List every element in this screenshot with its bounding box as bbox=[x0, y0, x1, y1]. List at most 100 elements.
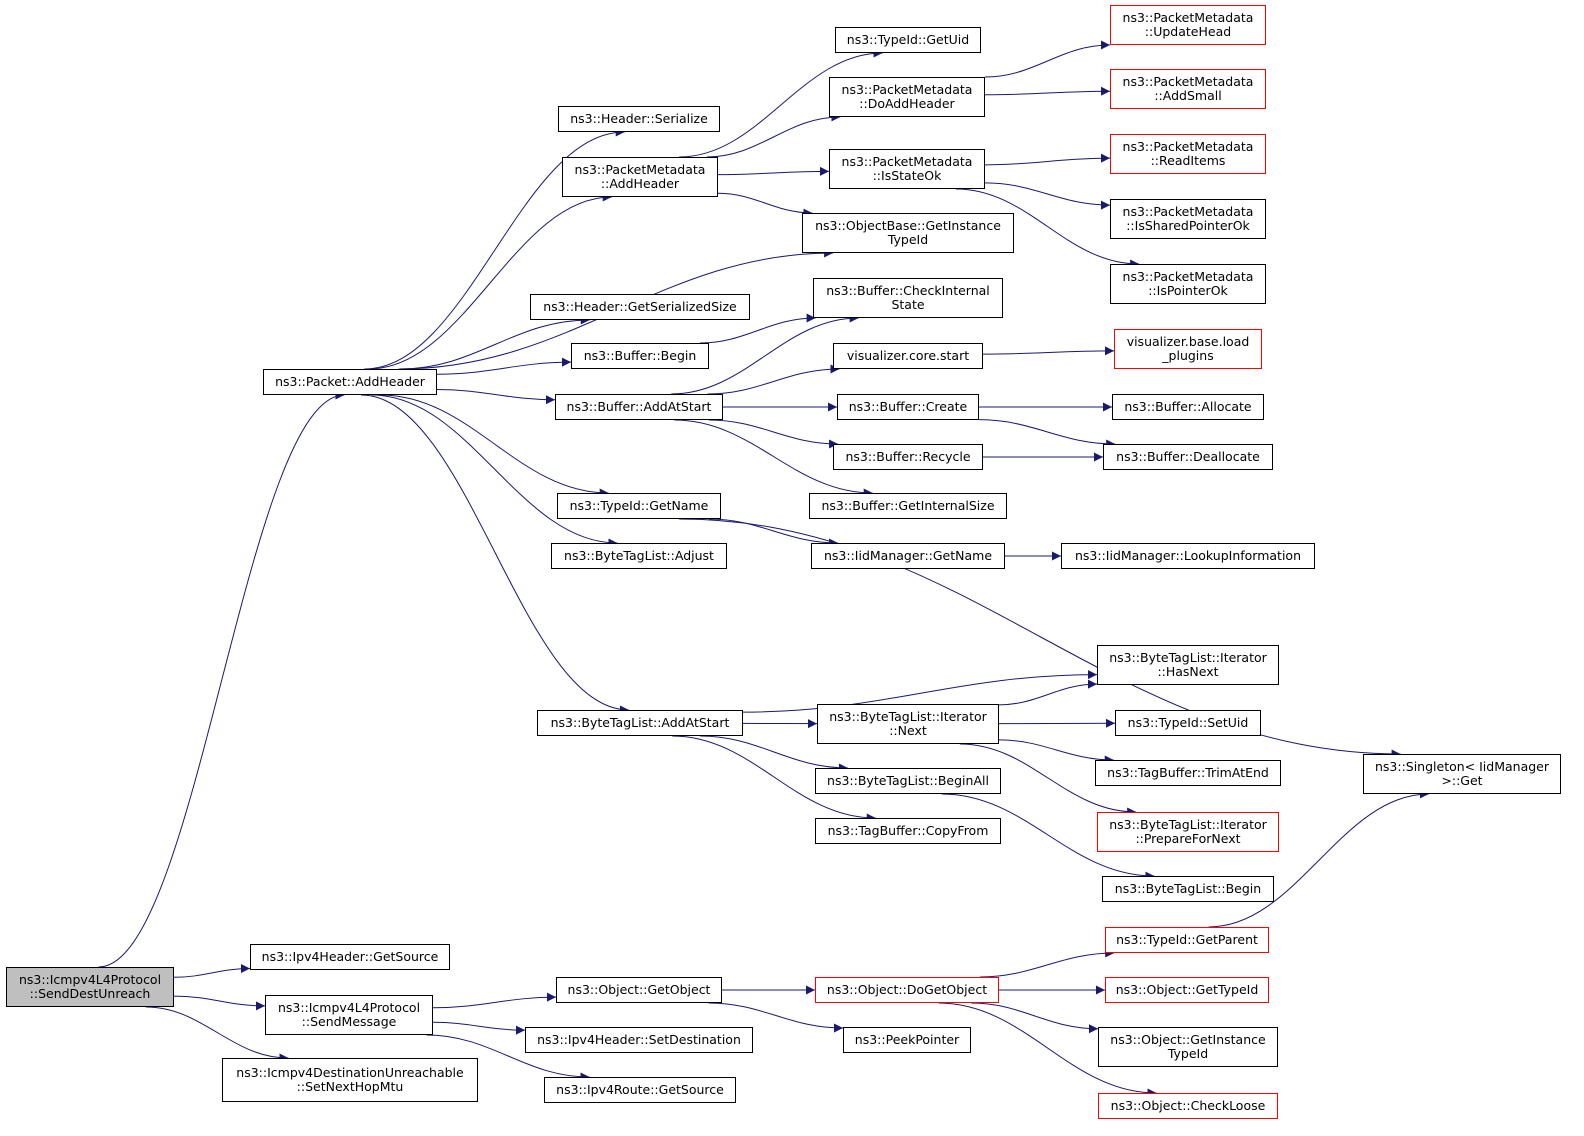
node-ns3-bytetaglist-iterator-next[interactable]: ns3::ByteTagList::Iterator::Next bbox=[817, 704, 999, 744]
edge-n1-n3 bbox=[173, 964, 251, 978]
node-ns3-bytetaglist-begin[interactable]: ns3::ByteTagList::Begin bbox=[1102, 876, 1274, 902]
edge-n34-n37 bbox=[959, 743, 1137, 817]
node-ns3-tagbuffer-trimatend[interactable]: ns3::TagBuffer::TrimAtEnd bbox=[1095, 760, 1281, 786]
node-ns3-packetmetadata-readitems[interactable]: ns3::PacketMetadata::ReadItems bbox=[1110, 134, 1266, 174]
node-label: >::Get bbox=[1441, 773, 1483, 788]
node-ns3-icmpv4l4protocol-sendmessage[interactable]: ns3::Icmpv4L4Protocol::SendMessage bbox=[265, 995, 433, 1035]
edge-n1-n5 bbox=[145, 1006, 289, 1063]
node-ns3-header-getserializedsize[interactable]: ns3::Header::GetSerializedSize bbox=[530, 294, 750, 320]
edge-n16-n19 bbox=[984, 86, 1111, 96]
node-label: ns3::Object::GetTypeId bbox=[1115, 982, 1259, 997]
node-ns3-ipv4header-setdestination[interactable]: ns3::Ipv4Header::SetDestination bbox=[525, 1027, 753, 1053]
node-ns3-object-dogetobject[interactable]: ns3::Object::DoGetObject bbox=[815, 977, 999, 1003]
node-label: ns3::ObjectBase::GetInstance bbox=[815, 218, 1001, 233]
node-label: ns3::ByteTagList::AddAtStart bbox=[550, 715, 730, 730]
node-ns3-packetmetadata-doaddheader[interactable]: ns3::PacketMetadata::DoAddHeader bbox=[829, 77, 985, 117]
node-label: ns3::Buffer::Recycle bbox=[845, 449, 971, 464]
node-label: ns3::TagBuffer::TrimAtEnd bbox=[1107, 765, 1269, 780]
edge-n17-n21 bbox=[984, 182, 1111, 210]
edge-n12-n31 bbox=[708, 518, 839, 548]
node-label: ns3::ByteTagList::Adjust bbox=[564, 548, 714, 563]
node-label: ns3::Object::DoGetObject bbox=[826, 982, 988, 997]
node-ns3-object-getobject[interactable]: ns3::Object::GetObject bbox=[556, 977, 722, 1003]
node-ns3-packetmetadata-updatehead[interactable]: ns3::PacketMetadata::UpdateHead bbox=[1110, 5, 1266, 45]
node-ns3-bytetaglist-addatstart[interactable]: ns3::ByteTagList::AddAtStart bbox=[537, 710, 743, 736]
node-ns3-buffer-getinternalsize[interactable]: ns3::Buffer::GetInternalSize bbox=[809, 493, 1007, 519]
edge-n7-n8 bbox=[717, 192, 813, 218]
node-ns3-typeid-getname[interactable]: ns3::TypeId::GetName bbox=[557, 493, 721, 519]
edge-n2-n7 bbox=[368, 192, 612, 370]
node-label: ns3::PacketMetadata bbox=[574, 162, 706, 177]
node-ns3-tagbuffer-copyfrom[interactable]: ns3::TagBuffer::CopyFrom bbox=[815, 818, 1001, 844]
edge-n1-n2 bbox=[98, 390, 345, 968]
edge-n24-n28 bbox=[982, 346, 1115, 356]
node-visualizer-core-start[interactable]: visualizer.core.start bbox=[833, 343, 983, 369]
node-label: ns3::Icmpv4DestinationUnreachable bbox=[236, 1065, 464, 1080]
edge-n17-n22 bbox=[955, 188, 1140, 269]
node-label: ::Next bbox=[889, 723, 927, 738]
node-ns3-packetmetadata-addsmall[interactable]: ns3::PacketMetadata::AddSmall bbox=[1110, 69, 1266, 109]
node-label: ::SetNextHopMtu bbox=[296, 1079, 404, 1094]
node-ns3-buffer-addatstart[interactable]: ns3::Buffer::AddAtStart bbox=[555, 394, 723, 420]
edge-n12-n41 bbox=[678, 518, 1401, 759]
edge-n14-n38 bbox=[700, 735, 848, 773]
node-ns3-typeid-getuid[interactable]: ns3::TypeId::GetUid bbox=[835, 27, 981, 53]
node-label: ns3::Buffer::CheckInternal bbox=[826, 283, 990, 298]
node-label: ::DoAddHeader bbox=[859, 96, 955, 111]
node-label: ns3::TypeId::GetUid bbox=[846, 32, 970, 47]
node-ns3-buffer-deallocate[interactable]: ns3::Buffer::Deallocate bbox=[1103, 444, 1273, 470]
node-label: ns3::PacketMetadata bbox=[841, 82, 973, 97]
edge-n2-n9 bbox=[400, 315, 590, 370]
node-ns3-header-serialize[interactable]: ns3::Header::Serialize bbox=[558, 106, 720, 132]
node-ns3-buffer-allocate[interactable]: ns3::Buffer::Allocate bbox=[1112, 394, 1264, 420]
node-ns3-packet-addheader[interactable]: ns3::Packet::AddHeader bbox=[263, 369, 437, 395]
node-ns3-packetmetadata-isstateok[interactable]: ns3::PacketMetadata::IsStateOk bbox=[829, 149, 985, 189]
node-ns3-bytetaglist-adjust[interactable]: ns3::ByteTagList::Adjust bbox=[551, 543, 727, 569]
node-label: ::UpdateHead bbox=[1144, 24, 1232, 39]
node-ns3-packetmetadata-addheader[interactable]: ns3::PacketMetadata::AddHeader bbox=[562, 157, 718, 197]
node-ns3-iidmanager-getname[interactable]: ns3::IidManager::GetName bbox=[811, 543, 1005, 569]
node-ns3-object-gettypeid[interactable]: ns3::Object::GetTypeId bbox=[1105, 977, 1269, 1003]
node-ns3-singleton-iidmanager-get[interactable]: ns3::Singleton< IidManager >::Get bbox=[1363, 754, 1561, 794]
node-ns3-ipv4header-getsource[interactable]: ns3::Ipv4Header::GetSource bbox=[250, 944, 450, 970]
node-ns3-packetmetadata-ispointerok[interactable]: ns3::PacketMetadata::IsPointerOk bbox=[1110, 264, 1266, 304]
node-ns3-icmpv4destinationunreachable-setnexthopmtu[interactable]: ns3::Icmpv4DestinationUnreachable::SetNe… bbox=[222, 1058, 478, 1102]
node-label: ::PrepareForNext bbox=[1135, 831, 1241, 846]
node-label: ns3::Buffer::Allocate bbox=[1124, 399, 1252, 414]
node-ns3-bytetaglist-iterator-preparefornext[interactable]: ns3::ByteTagList::Iterator::PrepareForNe… bbox=[1097, 812, 1279, 852]
node-label: ::IsStateOk bbox=[872, 168, 942, 183]
node-label: ns3::Buffer::AddAtStart bbox=[566, 399, 712, 414]
node-label: ns3::Singleton< IidManager bbox=[1374, 759, 1550, 774]
node-ns3-buffer-begin[interactable]: ns3::Buffer::Begin bbox=[571, 343, 709, 369]
node-ns3-typeid-setuid[interactable]: ns3::TypeId::SetUid bbox=[1115, 710, 1261, 736]
edge-n4-n42 bbox=[432, 992, 557, 1009]
node-label: ns3::PacketMetadata bbox=[1122, 269, 1254, 284]
node-ns3-peekpointer[interactable]: ns3::PeekPointer bbox=[843, 1027, 971, 1053]
edge-n2-n6 bbox=[364, 127, 625, 370]
node-ns3-ipv4route-getsource[interactable]: ns3::Ipv4Route::GetSource bbox=[544, 1077, 736, 1103]
node-ns3-buffer-create[interactable]: ns3::Buffer::Create bbox=[837, 394, 979, 420]
node-ns3-packetmetadata-issharedpointerok[interactable]: ns3::PacketMetadata::IsSharedPointerOk bbox=[1110, 199, 1266, 239]
edge-n14-n39 bbox=[672, 735, 876, 823]
edge-n42-n46 bbox=[708, 1002, 844, 1033]
node-visualizer-base-load-plugins[interactable]: visualizer.base.load_plugins bbox=[1114, 329, 1262, 369]
node-label: ns3::Icmpv4L4Protocol bbox=[277, 1000, 421, 1015]
node-ns3-object-checkloose[interactable]: ns3::Object::CheckLoose bbox=[1098, 1093, 1278, 1119]
node-label: ns3::ByteTagList::BeginAll bbox=[827, 773, 989, 788]
node-ns3-bytetaglist-beginall[interactable]: ns3::ByteTagList::BeginAll bbox=[815, 768, 1001, 794]
edge-n14-n33 bbox=[742, 670, 1098, 713]
node-label: ::SendDestUnreach bbox=[29, 986, 151, 1001]
node-ns3-buffer-recycle[interactable]: ns3::Buffer::Recycle bbox=[833, 444, 983, 470]
node-label: ns3::ByteTagList::Iterator bbox=[1109, 650, 1267, 665]
node-label: ns3::IidManager::GetName bbox=[823, 548, 993, 563]
node-ns3-iidmanager-lookupinformation[interactable]: ns3::IidManager::LookupInformation bbox=[1061, 543, 1315, 569]
node-label: ns3::IidManager::LookupInformation bbox=[1074, 548, 1301, 563]
node-ns3-typeid-getparent[interactable]: ns3::TypeId::GetParent bbox=[1105, 927, 1269, 953]
edge-n45-n47 bbox=[979, 948, 1115, 978]
node-label: State bbox=[891, 297, 925, 312]
node-ns3-bytetaglist-iterator-hasnext[interactable]: ns3::ByteTagList::Iterator::HasNext bbox=[1097, 645, 1279, 685]
node-label: ns3::TypeId::SetUid bbox=[1127, 715, 1249, 730]
